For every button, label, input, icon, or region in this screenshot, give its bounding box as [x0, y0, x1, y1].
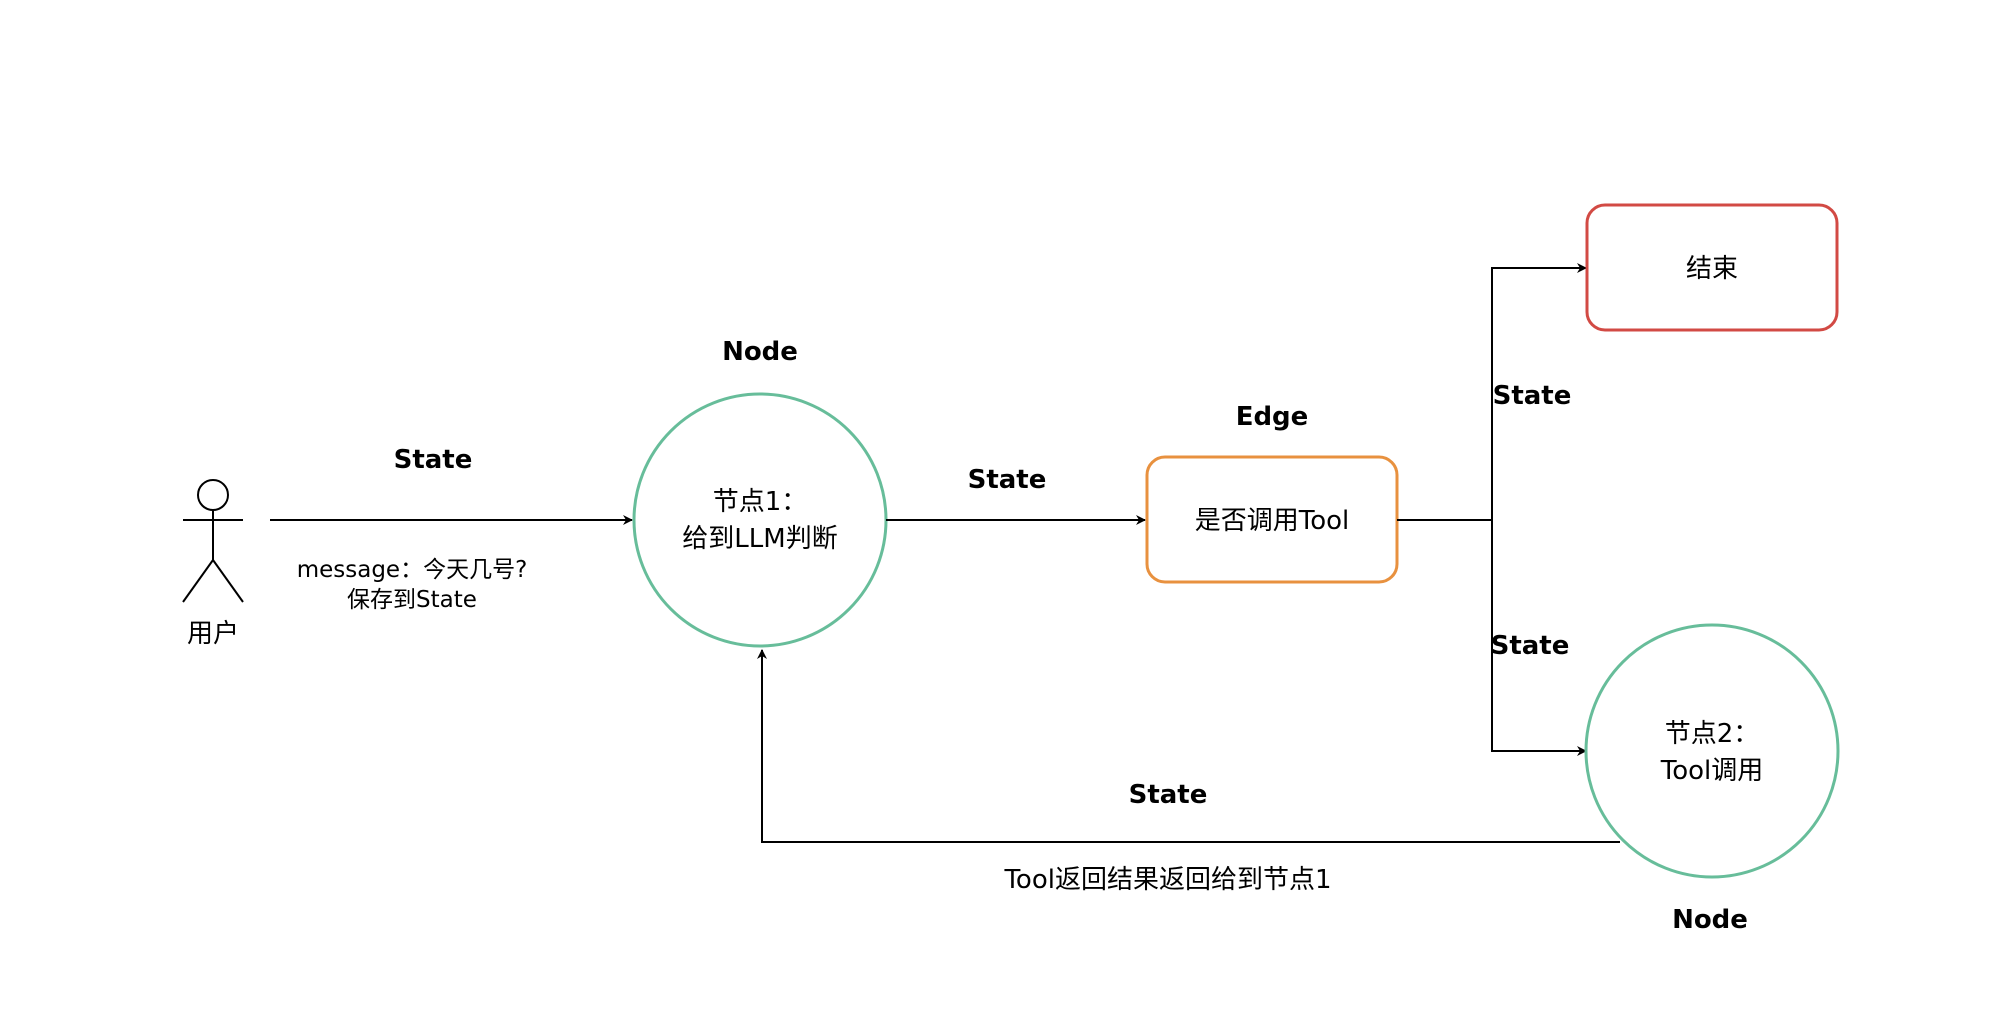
edge-node2-to-node1	[757, 649, 1620, 843]
node2-circle	[1584, 623, 1840, 879]
node1-circle	[632, 392, 888, 648]
return-note: Tool返回结果返回给到节点1	[1003, 865, 1331, 895]
user-save-note: 保存到State	[347, 587, 477, 613]
edge-to-node2-state-label: State	[1491, 631, 1570, 661]
user-message-note: message：今天几号?	[297, 557, 528, 583]
actor-right-leg	[212, 559, 244, 603]
actor-head	[197, 479, 229, 511]
user-actor	[182, 479, 244, 603]
node1-line2: 给到LLM判断	[682, 524, 837, 554]
node2-line1: 节点2：	[1665, 719, 1760, 749]
actor-label: 用户	[187, 619, 239, 649]
edge-user-state-label: State	[394, 445, 473, 475]
edge-decision-to-node2	[1491, 520, 1587, 756]
actor-left-leg	[182, 559, 214, 603]
end-text: 结束	[1686, 254, 1738, 284]
edge-return-state-label: State	[1129, 780, 1208, 810]
node1-line1: 节点1：	[713, 487, 808, 517]
end-box	[1585, 203, 1839, 332]
edge-node1-state-label: State	[968, 465, 1047, 495]
node2-line2: Tool调用	[1660, 756, 1764, 786]
node2-type-label: Node	[1672, 905, 1748, 935]
edge-decision-to-end	[1397, 263, 1587, 521]
node1-type-label: Node	[722, 337, 798, 367]
decision-text: 是否调用Tool	[1195, 506, 1350, 536]
decision-type-label: Edge	[1236, 402, 1309, 432]
edge-to-end-state-label: State	[1493, 381, 1572, 411]
